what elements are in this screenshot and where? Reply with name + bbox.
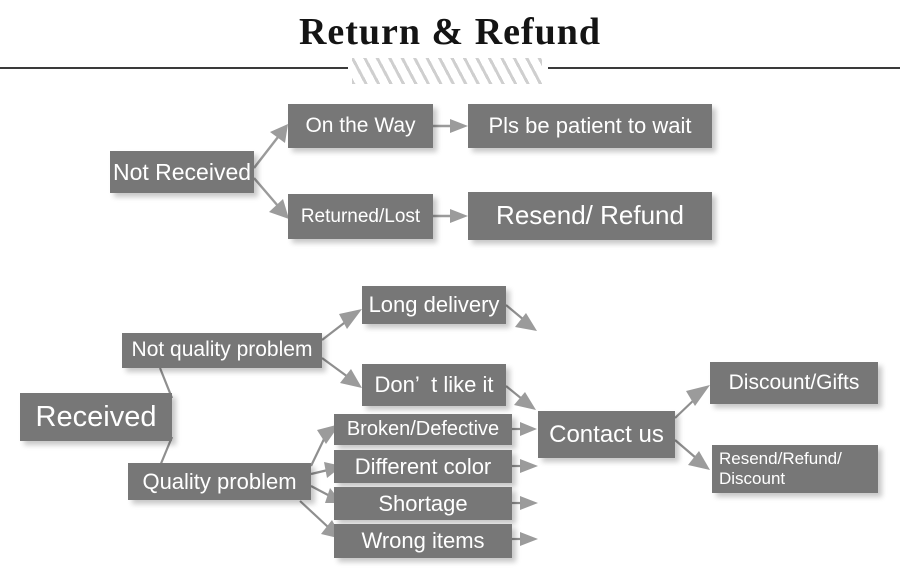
node-quality-problem[interactable]: Quality problem xyxy=(128,463,311,500)
node-not-received[interactable]: Not Received xyxy=(110,151,254,193)
node-label: Not quality problem xyxy=(131,338,313,362)
node-not-quality-problem[interactable]: Not quality problem xyxy=(122,333,322,368)
node-label: Different color xyxy=(354,453,492,479)
node-long-delivery[interactable]: Long delivery xyxy=(362,286,506,324)
edge-broken-to-contact-us xyxy=(512,422,537,436)
edge-wrong-items-to-contact-us xyxy=(512,532,538,546)
edge-not-quality-to-dont-like-it xyxy=(321,357,362,388)
node-contact-us[interactable]: Contact us xyxy=(538,411,675,458)
node-shortage[interactable]: Shortage xyxy=(334,487,512,520)
edge-long-delivery-to-contact-us xyxy=(505,304,537,331)
node-label: Returned/Lost xyxy=(300,205,421,227)
node-label: Received xyxy=(35,400,157,433)
node-wrong-items[interactable]: Wrong items xyxy=(334,524,512,558)
node-dont-like-it[interactable]: Don’ t like it xyxy=(362,364,506,406)
node-resend-refund-discount[interactable]: Resend/Refund/ Discount xyxy=(712,445,878,493)
node-on-the-way[interactable]: On the Way xyxy=(288,104,433,148)
edge-not-received-to-returned-lost xyxy=(253,177,289,219)
node-label: Pls be patient to wait xyxy=(488,113,692,139)
edge-not-quality-to-long-delivery xyxy=(321,309,362,341)
node-broken-defective[interactable]: Broken/Defective xyxy=(334,414,512,445)
node-label: Not Received xyxy=(112,158,252,185)
node-different-color[interactable]: Different color xyxy=(334,450,512,483)
edge-different-color-to-contact-us xyxy=(512,459,538,473)
node-label: Wrong items xyxy=(361,528,485,554)
edge-contact-us-to-discount-gifts xyxy=(674,385,710,419)
node-pls-be-patient-to-wait[interactable]: Pls be patient to wait xyxy=(468,104,712,148)
edge-received-to-quality-problem xyxy=(158,436,174,467)
node-label: Resend/ Refund xyxy=(496,200,684,231)
page-title: Return & Refund xyxy=(298,11,602,53)
edge-on-the-way-to-pls-be-patient xyxy=(433,119,468,133)
edge-returned-lost-to-resend-refund xyxy=(433,209,468,223)
diagonal-hatch-icon xyxy=(352,58,542,84)
edge-dont-like-it-to-contact-us xyxy=(505,385,536,410)
edge-shortage-to-contact-us xyxy=(512,496,538,510)
node-label: On the Way xyxy=(305,113,416,137)
node-returned-lost[interactable]: Returned/Lost xyxy=(288,194,433,239)
divider-line-left xyxy=(0,67,348,69)
node-label: Contact us xyxy=(549,420,664,448)
node-label: Resend/Refund/ Discount xyxy=(719,449,842,488)
node-label: Don’ t like it xyxy=(374,372,494,398)
node-received[interactable]: Received xyxy=(20,393,172,441)
edge-contact-us-to-resend-refund-discount xyxy=(674,439,710,470)
divider-line-right xyxy=(548,67,900,69)
node-label: Quality problem xyxy=(142,468,297,494)
node-label: Broken/Defective xyxy=(346,418,500,440)
edge-not-received-to-on-the-way xyxy=(253,124,288,169)
node-label: Discount/Gifts xyxy=(728,370,860,394)
node-label: Long delivery xyxy=(368,292,500,318)
node-discount-gifts[interactable]: Discount/Gifts xyxy=(710,362,878,404)
node-label: Shortage xyxy=(378,490,468,516)
node-resend-refund[interactable]: Resend/ Refund xyxy=(468,192,712,240)
title-divider xyxy=(0,58,900,86)
